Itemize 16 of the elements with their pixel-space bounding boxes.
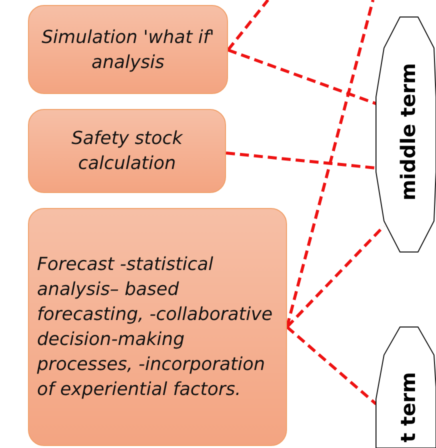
process-box xyxy=(28,5,228,94)
dashed-connector xyxy=(226,152,376,170)
dashed-connector xyxy=(227,48,378,106)
node-label: Simulation 'what if' analysis xyxy=(40,26,216,74)
process-box xyxy=(28,208,287,446)
node-label: middle term xyxy=(396,63,420,201)
dashed-connector xyxy=(226,0,270,51)
process-box xyxy=(28,109,226,193)
dashed-connector xyxy=(286,224,386,328)
term-shape xyxy=(376,17,436,252)
dashed-connector xyxy=(286,0,374,328)
node-label: t term xyxy=(396,372,420,442)
dashed-connector xyxy=(286,326,377,406)
term-shape xyxy=(376,327,436,448)
node-label: Safety stock calculation xyxy=(70,127,184,176)
node-label: Forecast -statistical analysis– based forecasting, -collaborative decision-making processes, -incorporation of experiential factors. xyxy=(37,253,274,402)
